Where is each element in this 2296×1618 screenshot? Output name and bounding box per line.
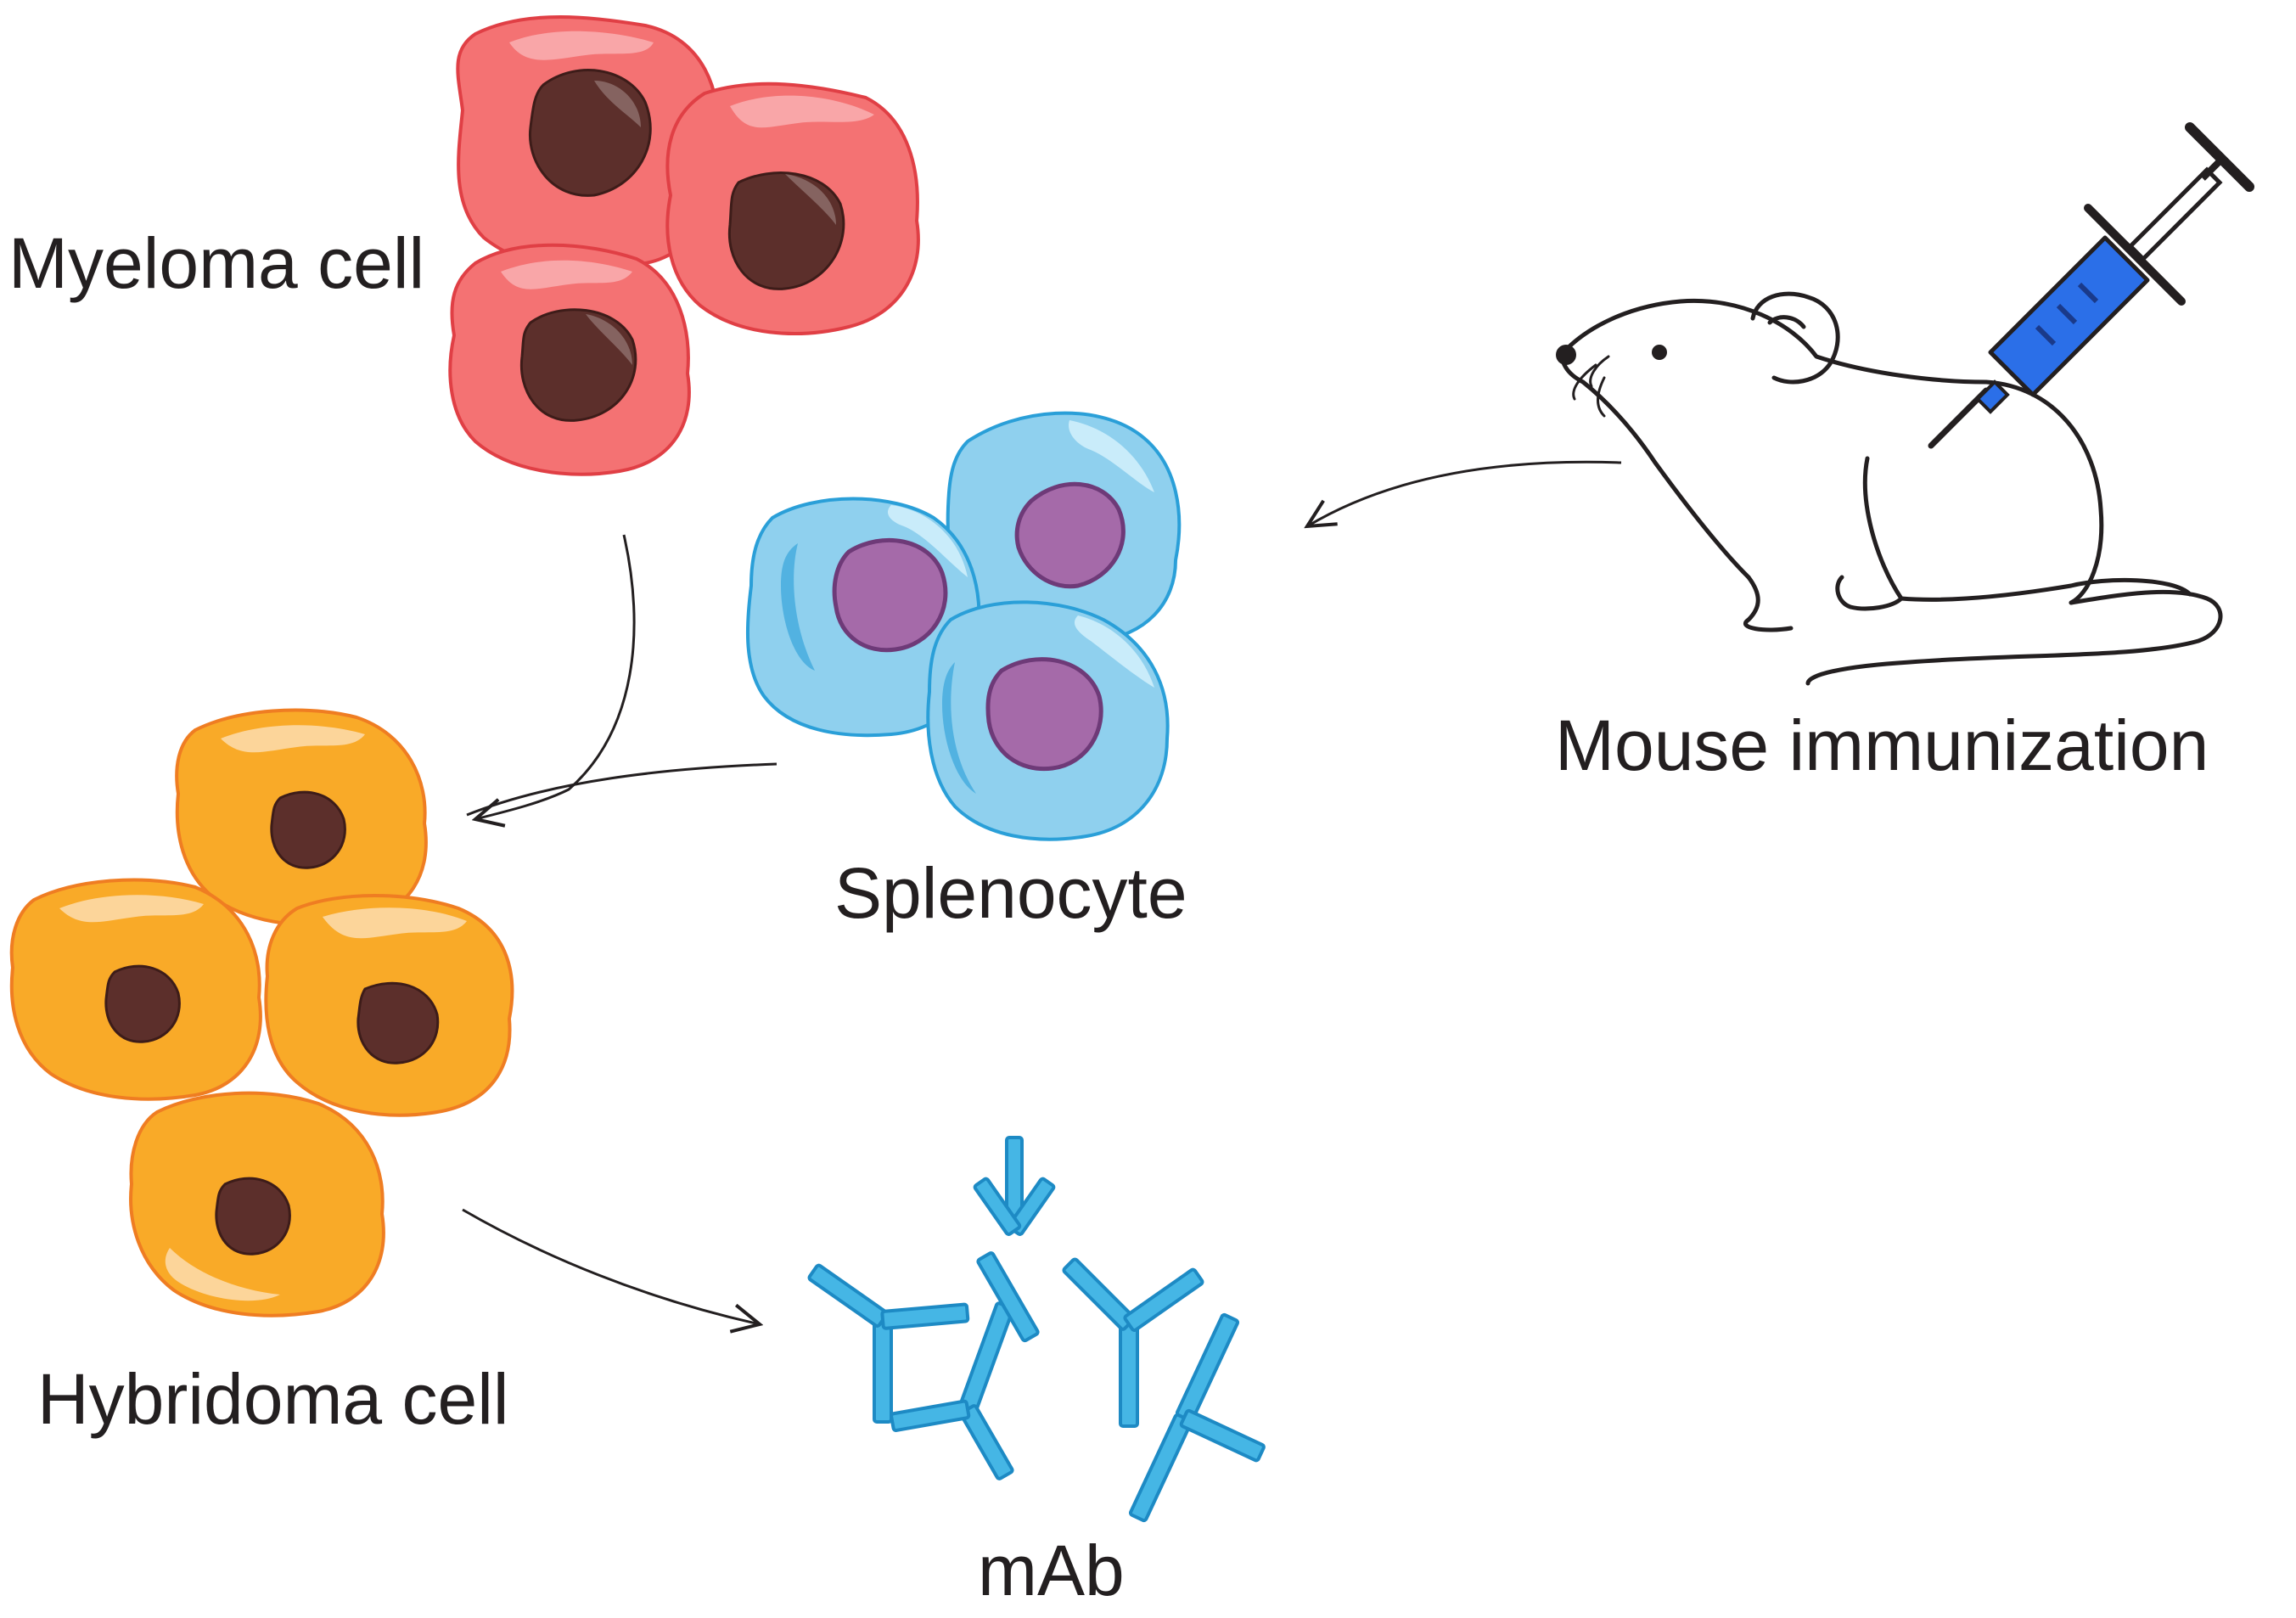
mouse-immunization-label: Mouse immunization [1555,705,2209,785]
splenocyte-label: Splenocyte [834,853,1187,933]
arrow-splenocyte-to-hybridoma [466,762,777,817]
splenocyte-cell [926,600,1170,841]
myeloma-cell [665,81,920,335]
myeloma-cell-label: Myeloma cell [8,223,425,303]
antibody-icon [807,1136,1266,1523]
hybridoma-cells [9,708,514,1317]
arrow-mouse-to-splenocyte [1307,460,1622,526]
splenocyte-cells [745,411,1182,841]
hybridoma-cell [175,708,428,927]
arrow-hybridoma-to-mab [462,1208,760,1324]
arrows [462,460,1622,1324]
hybridoma-cell-label: Hybridoma cell [37,1359,509,1439]
arrow-myeloma-to-hybridoma [475,534,636,819]
hybridoma-cell [129,1091,385,1317]
mouse-nose [1556,345,1576,365]
splenocyte-cell [745,497,981,738]
myeloma-cells [448,15,920,476]
syringe-icon [1928,122,2254,449]
hybridoma-cell [9,878,262,1101]
mouse-icon [1560,291,2223,686]
mab-label: mAb [978,1531,1125,1610]
mouse-eye [1652,345,1667,360]
splenocyte-cell [946,411,1182,645]
myeloma-cell [448,243,691,476]
myeloma-cell [456,15,722,273]
hybridoma-cell [264,894,514,1117]
